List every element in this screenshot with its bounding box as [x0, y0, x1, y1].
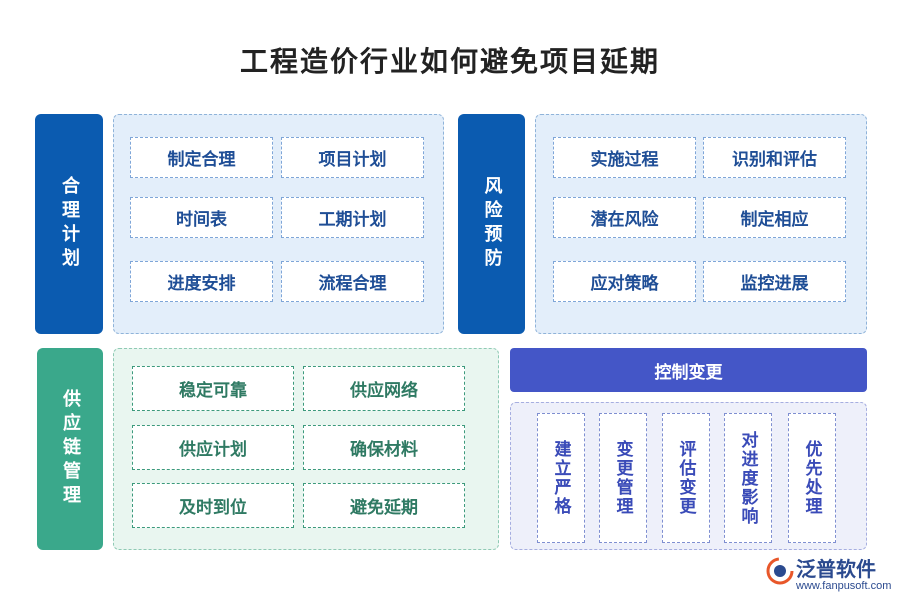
plan-item-3: 时间表 [130, 197, 273, 238]
risk-item-5: 应对策略 [553, 261, 696, 302]
change-item-3: 评估变更 [662, 413, 710, 543]
logo-url: www.fanpusoft.com [796, 580, 892, 592]
change-item-4: 对进度影响 [724, 413, 772, 543]
plan-item-1: 制定合理 [130, 137, 273, 178]
supply-item-4: 确保材料 [303, 425, 465, 470]
supply-label: 供应链管理 [37, 348, 103, 550]
change-header: 控制变更 [510, 348, 867, 392]
page-title: 工程造价行业如何避免项目延期 [239, 45, 660, 78]
supply-item-5: 及时到位 [132, 483, 294, 528]
risk-item-2: 识别和评估 [703, 137, 846, 178]
plan-panel: 制定合理 项目计划 时间表 工期计划 进度安排 流程合理 [113, 114, 444, 334]
risk-item-3: 潜在风险 [553, 197, 696, 238]
supply-item-3: 供应计划 [132, 425, 294, 470]
risk-label: 风险预防 [458, 114, 525, 334]
supply-item-6: 避免延期 [303, 483, 465, 528]
plan-item-6: 流程合理 [281, 261, 424, 302]
risk-item-4: 制定相应 [703, 197, 846, 238]
change-item-1: 建立严格 [537, 413, 585, 543]
supply-item-2: 供应网络 [303, 366, 465, 411]
risk-panel: 实施过程 识别和评估 潜在风险 制定相应 应对策略 监控进展 [535, 114, 867, 334]
change-panel: 建立严格 变更管理 评估变更 对进度影响 优先处理 [510, 402, 867, 550]
logo-name: 泛普软件 [796, 557, 876, 581]
plan-item-4: 工期计划 [281, 197, 424, 238]
plan-label: 合理计划 [35, 114, 103, 334]
supply-panel: 稳定可靠 供应网络 供应计划 确保材料 及时到位 避免延期 [113, 348, 499, 550]
plan-item-5: 进度安排 [130, 261, 273, 302]
risk-item-6: 监控进展 [703, 261, 846, 302]
change-item-5: 优先处理 [788, 413, 836, 543]
plan-item-2: 项目计划 [281, 137, 424, 178]
risk-item-1: 实施过程 [553, 137, 696, 178]
change-item-2: 变更管理 [599, 413, 647, 543]
fanpu-logo-icon [766, 557, 794, 585]
brand-logo: 泛普软件 www.fanpusoft.com [766, 553, 896, 597]
supply-item-1: 稳定可靠 [132, 366, 294, 411]
